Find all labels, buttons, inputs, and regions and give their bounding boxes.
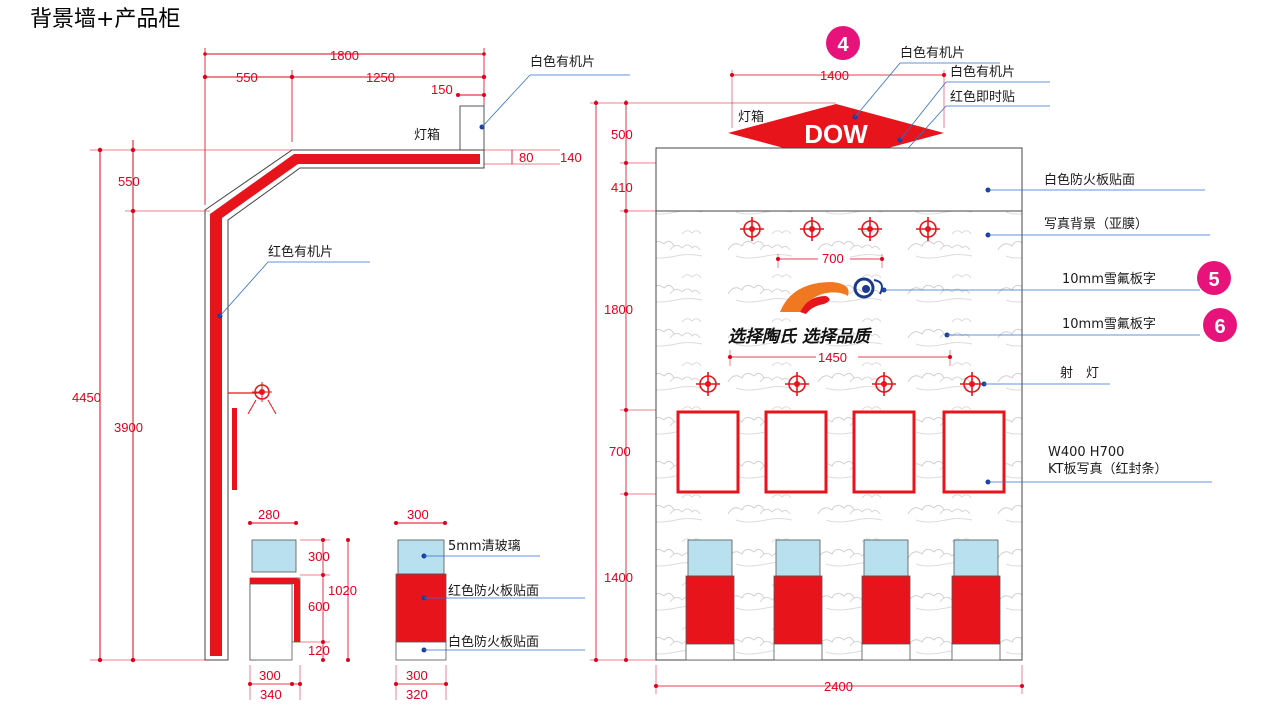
- dim-front-320: 320: [406, 687, 428, 702]
- red-panel-label: 红色防火板贴面: [448, 583, 539, 599]
- dim-cab-120: 120: [308, 643, 330, 658]
- dim-v700: 700: [609, 444, 631, 459]
- dim-cab-600: 600: [308, 599, 330, 614]
- slogan-text: 选择陶氏 选择品质: [728, 327, 873, 347]
- side-view: 1800 550 1250 150 灯箱 白色有机片 80 140: [72, 48, 630, 663]
- dim-4450: 4450: [72, 390, 101, 405]
- svg-text:4: 4: [837, 34, 849, 56]
- cabinet-side-view: 280 300 600 120 1020 300 340: [248, 507, 357, 702]
- label-white-acrylic-1: 白色有机片: [900, 45, 965, 61]
- label-white-acrylic-2: 白色有机片: [950, 64, 1015, 80]
- label-pvc-2: 10mm雪氟板字: [1062, 317, 1156, 332]
- dim-v1400: 1400: [604, 570, 633, 585]
- side-white-acrylic-label: 白色有机片: [530, 54, 595, 70]
- kt-board-frames: [676, 410, 1006, 494]
- cabinet-front-view: 300 5mm清玻璃 红色防火板贴面 白色防火板贴面 300 320: [394, 507, 585, 702]
- dim-v1800: 1800: [604, 302, 633, 317]
- glass-label: 5mm清玻璃: [448, 539, 521, 554]
- label-pvc-1: 10mm雪氟板字: [1062, 272, 1156, 287]
- dim-550-top: 550: [236, 70, 258, 85]
- dim-cab-340: 340: [260, 687, 282, 702]
- dim-logo-1400: 1400: [820, 68, 849, 83]
- badge-5: [1197, 261, 1231, 295]
- svg-text:5: 5: [1208, 269, 1219, 291]
- page-title: 背景墙+产品柜: [30, 7, 180, 32]
- brand-swirl-logo: [780, 277, 883, 314]
- label-spotlight: 射 灯: [1060, 365, 1099, 381]
- side-red-acrylic-label: 红色有机片: [268, 244, 333, 260]
- dim-v410: 410: [611, 180, 633, 195]
- dim-cab-300: 300: [308, 549, 330, 564]
- dim-1250: 1250: [366, 70, 395, 85]
- dim-front-300: 300: [407, 507, 429, 522]
- dim-logo-700: 700: [822, 251, 844, 266]
- front-lightbox-label: 灯箱: [738, 109, 764, 125]
- product-cabinets: [685, 539, 1001, 661]
- side-lightbox-label: 灯箱: [414, 127, 440, 143]
- label-photo-bg: 写真背景（亚膜）: [1044, 217, 1148, 232]
- dim-cab-300-bottom: 300: [259, 668, 281, 683]
- dim-550-vertical: 550: [118, 174, 140, 189]
- dim-280: 280: [258, 507, 280, 522]
- dim-1800: 1800: [330, 48, 359, 63]
- svg-text:6: 6: [1214, 316, 1225, 338]
- white-fireproof-header: [655, 147, 1023, 212]
- dim-150: 150: [431, 82, 453, 97]
- dim-v500: 500: [611, 127, 633, 142]
- dow-logo-text: DOW: [804, 119, 868, 149]
- white-panel-label: 白色防火板贴面: [448, 634, 539, 650]
- badge-6: [1203, 308, 1237, 342]
- label-white-panel: 白色防火板贴面: [1044, 172, 1135, 188]
- dim-front-300-bottom: 300: [406, 668, 428, 683]
- label-kt-material: KT板写真（红封条）: [1048, 461, 1167, 477]
- badge-4: [826, 26, 860, 60]
- dim-1450: 1450: [818, 350, 847, 365]
- dim-cab-1020: 1020: [328, 583, 357, 598]
- dim-140: 140: [560, 150, 582, 165]
- dim-80: 80: [519, 150, 533, 165]
- dim-3900: 3900: [114, 420, 143, 435]
- label-red-sticker: 红色即时贴: [950, 89, 1015, 105]
- label-kt-size: W400 H700: [1048, 445, 1124, 460]
- front-view: 4 1400 DOW ® 灯箱 白色有机片 白色有机片 红色即时贴: [590, 26, 1237, 694]
- dim-2400: 2400: [824, 679, 853, 694]
